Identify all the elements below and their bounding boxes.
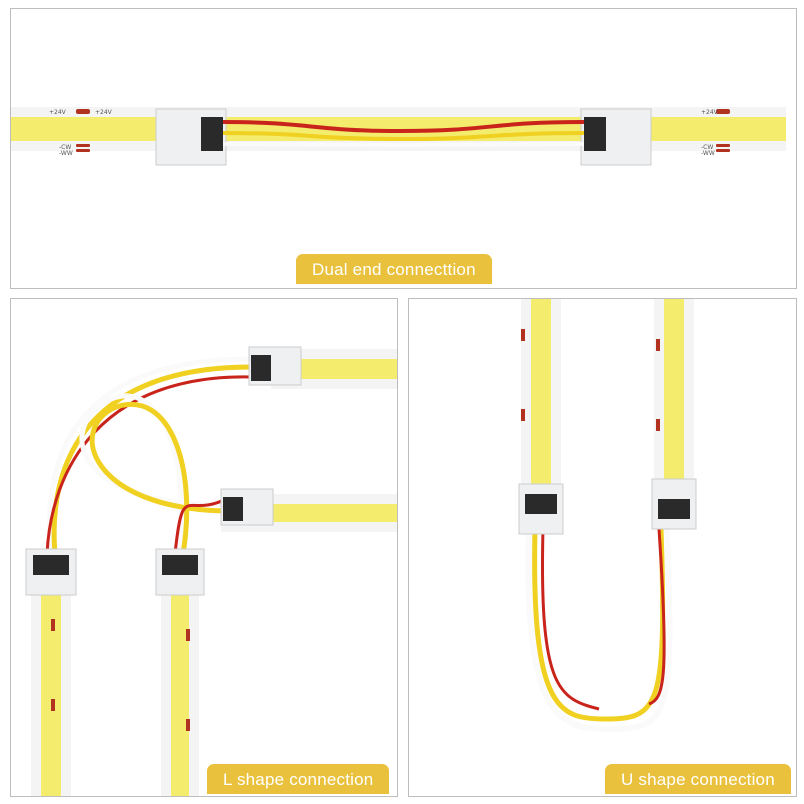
u-shape-label: U shape connection [605, 764, 791, 794]
dual-end-illustration [11, 107, 786, 166]
dual-end-panel: +24V +24V -CW -WW +24V -CW -WW Dual end … [10, 8, 797, 289]
l-shape-panel: L shape connection [10, 298, 398, 797]
l-shape-illustration [25, 346, 397, 796]
u-shape-illustration [518, 299, 697, 733]
dual-end-label: Dual end connecttion [296, 254, 492, 284]
u-shape-panel: U shape connection [408, 298, 797, 797]
l-shape-label: L shape connection [207, 764, 390, 794]
